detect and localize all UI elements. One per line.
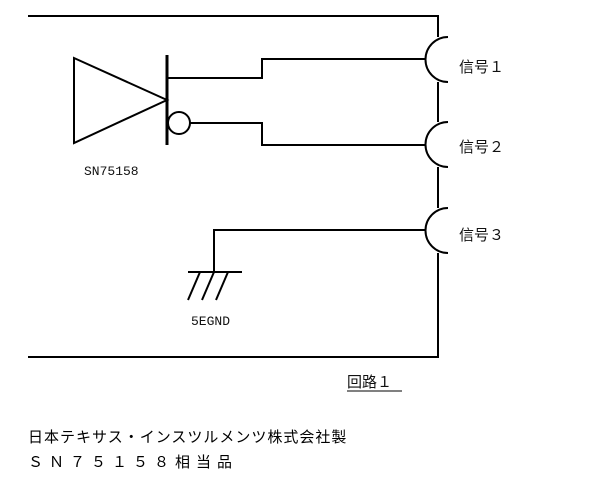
wire-ground-signal3 [213, 229, 426, 272]
label-signal1: 信号１ [459, 58, 504, 76]
ground-hatch [187, 271, 229, 301]
label-ground: 5EGND [191, 314, 230, 329]
label-signal3: 信号３ [459, 226, 504, 244]
driver-triangle-symbol [73, 56, 170, 145]
connector-signal1 [424, 36, 449, 83]
wire-out-signal1 [168, 58, 426, 79]
label-signal2: 信号２ [459, 138, 504, 156]
inverting-output-bubble [167, 111, 191, 135]
label-chip: SN75158 [84, 164, 139, 179]
connector-signal2 [424, 121, 449, 168]
equivalent-part-note: ＳＮ７５１５８相当品 [28, 453, 239, 471]
circuit-diagram: 信号１ 信号２ 信号３ SN75158 5EGND 回路１ [28, 15, 504, 392]
connector-signal3 [424, 207, 449, 254]
enclosure-top-wire [28, 15, 439, 37]
wire-out-signal2 [190, 122, 426, 146]
enclosure-bottom-wire [28, 253, 439, 358]
label-circuit: 回路１ [347, 373, 392, 391]
manufacturer-note: 日本テキサス・インスツルメンツ株式会社製 [28, 428, 348, 446]
